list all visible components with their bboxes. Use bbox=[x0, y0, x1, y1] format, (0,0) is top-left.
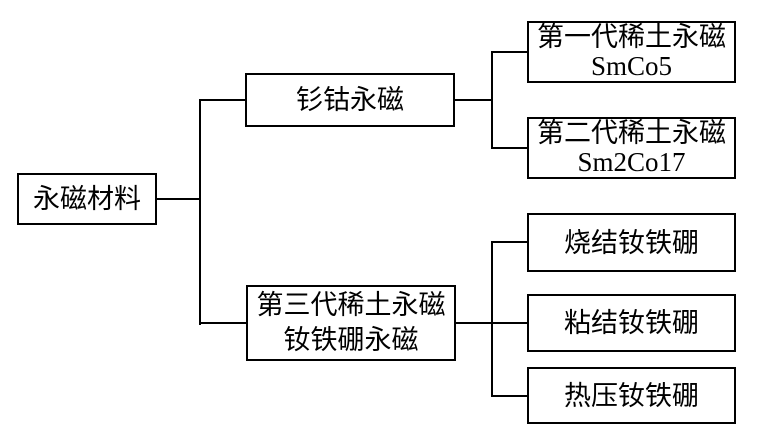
connector-spine1-to-smco bbox=[201, 99, 245, 101]
node-label: 热压钕铁硼 bbox=[564, 380, 699, 411]
node-label: 烧结钕铁硼 bbox=[564, 227, 699, 258]
node-label-line1: 第一代稀土永磁 bbox=[537, 22, 726, 52]
connector-spine2-to-gen2 bbox=[493, 147, 527, 149]
node-permanent-magnet-materials: 永磁材料 bbox=[17, 173, 157, 225]
node-hot-pressed-ndfeb: 热压钕铁硼 bbox=[527, 367, 736, 424]
connector-spine1 bbox=[199, 99, 201, 325]
node-first-gen-rare-earth-smco5: 第一代稀土永磁 SmCo5 bbox=[527, 21, 736, 83]
connector-smco-to-spine2 bbox=[455, 99, 493, 101]
node-label-line1: 第二代稀土永磁 bbox=[537, 118, 726, 148]
node-sintered-ndfeb: 烧结钕铁硼 bbox=[527, 213, 736, 272]
node-label-line2: Sm2Co17 bbox=[577, 147, 686, 177]
node-label: 粘结钕铁硼 bbox=[564, 308, 699, 338]
connector-spine3-to-hotpressed bbox=[493, 395, 527, 397]
connector-spine3 bbox=[491, 241, 493, 397]
connector-spine1-to-gen3 bbox=[201, 322, 246, 324]
connector-root-to-spine1 bbox=[157, 198, 201, 200]
node-label-line2: 钕铁硼永磁 bbox=[283, 325, 419, 355]
connector-spine3-to-sintered bbox=[493, 241, 527, 243]
connector-spine2 bbox=[491, 51, 493, 149]
node-label-line2: SmCo5 bbox=[590, 51, 673, 81]
node-second-gen-rare-earth-sm2co17: 第二代稀土永磁 Sm2Co17 bbox=[527, 117, 736, 179]
connector-spine2-to-gen1 bbox=[493, 51, 527, 53]
node-label-line1: 第三代稀土永磁 bbox=[256, 290, 446, 320]
node-label: 钐钴永磁 bbox=[296, 85, 404, 115]
node-samarium-cobalt-magnet: 钐钴永磁 bbox=[245, 73, 455, 127]
node-label: 永磁材料 bbox=[33, 184, 141, 214]
node-third-gen-rare-earth-ndfeb: 第三代稀土永磁 钕铁硼永磁 bbox=[246, 285, 456, 361]
node-bonded-ndfeb: 粘结钕铁硼 bbox=[527, 294, 736, 352]
